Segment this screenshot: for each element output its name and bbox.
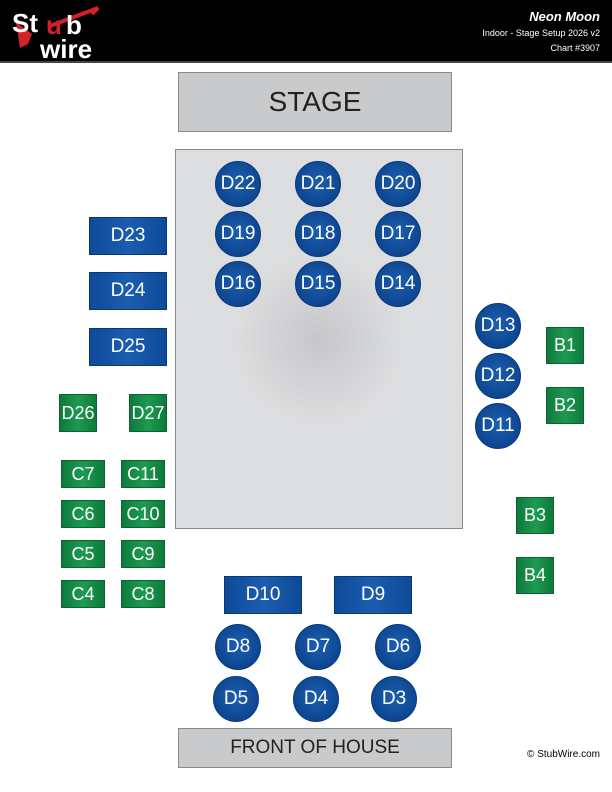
header: St u b wire Neon Moon Indoor - Stage Set…	[0, 0, 612, 63]
table-d20[interactable]: D20	[375, 161, 421, 207]
table-d27[interactable]: D27	[129, 394, 167, 432]
table-d26[interactable]: D26	[59, 394, 97, 432]
table-b2[interactable]: B2	[546, 387, 584, 424]
table-c4[interactable]: C4	[61, 580, 105, 608]
table-b1[interactable]: B1	[546, 327, 584, 364]
svg-text:wire: wire	[39, 34, 92, 60]
table-d18[interactable]: D18	[295, 211, 341, 257]
stage: STAGE	[178, 72, 452, 132]
table-d3[interactable]: D3	[371, 676, 417, 722]
chart-number: Chart #3907	[550, 43, 600, 53]
stubwire-logo: St u b wire	[12, 6, 100, 60]
table-d11[interactable]: D11	[475, 403, 521, 449]
table-d9[interactable]: D9	[334, 576, 412, 614]
table-d21[interactable]: D21	[295, 161, 341, 207]
front-of-house: FRONT OF HOUSE	[178, 728, 452, 768]
event-title: Neon Moon	[529, 9, 600, 24]
table-d17[interactable]: D17	[375, 211, 421, 257]
table-c5[interactable]: C5	[61, 540, 105, 568]
table-d5[interactable]: D5	[213, 676, 259, 722]
table-d15[interactable]: D15	[295, 261, 341, 307]
table-c6[interactable]: C6	[61, 500, 105, 528]
table-d24[interactable]: D24	[89, 272, 167, 310]
table-d25[interactable]: D25	[89, 328, 167, 366]
table-d12[interactable]: D12	[475, 353, 521, 399]
copyright: © StubWire.com	[527, 749, 600, 760]
table-d22[interactable]: D22	[215, 161, 261, 207]
table-c8[interactable]: C8	[121, 580, 165, 608]
svg-text:St: St	[12, 8, 38, 38]
table-d6[interactable]: D6	[375, 624, 421, 670]
table-c11[interactable]: C11	[121, 460, 165, 488]
table-d23[interactable]: D23	[89, 217, 167, 255]
table-b3[interactable]: B3	[516, 497, 554, 534]
table-d16[interactable]: D16	[215, 261, 261, 307]
svg-text:b: b	[66, 10, 82, 40]
table-d14[interactable]: D14	[375, 261, 421, 307]
event-subtitle: Indoor - Stage Setup 2026 v2	[482, 28, 600, 38]
table-c9[interactable]: C9	[121, 540, 165, 568]
table-c10[interactable]: C10	[121, 500, 165, 528]
table-d10[interactable]: D10	[224, 576, 302, 614]
table-b4[interactable]: B4	[516, 557, 554, 594]
table-c7[interactable]: C7	[61, 460, 105, 488]
table-d19[interactable]: D19	[215, 211, 261, 257]
svg-text:u: u	[46, 10, 62, 40]
table-d4[interactable]: D4	[293, 676, 339, 722]
table-d7[interactable]: D7	[295, 624, 341, 670]
table-d8[interactable]: D8	[215, 624, 261, 670]
table-d13[interactable]: D13	[475, 303, 521, 349]
